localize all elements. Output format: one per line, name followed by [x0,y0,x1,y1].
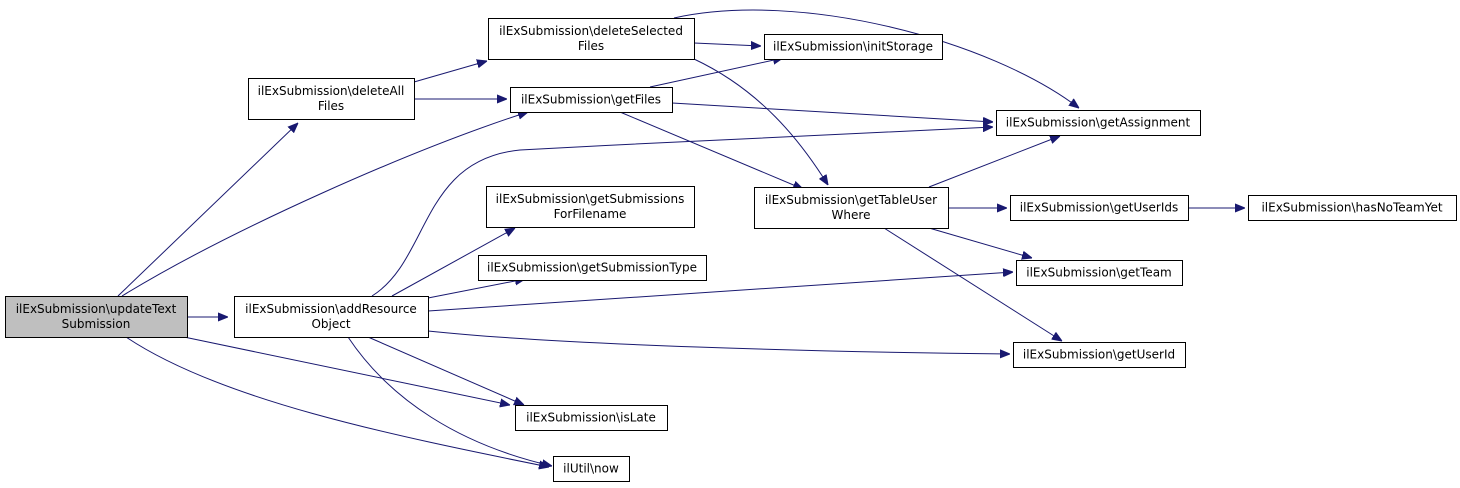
node-isLate[interactable]: ilExSubmission\isLate [515,405,668,431]
node-box [5,296,188,338]
node-label: ilExSubmission\getAssignment [1006,116,1191,130]
edge-addResource-to-getSubsForFilename [391,228,515,297]
node-box [764,34,943,60]
edge-getTableUser-to-getAssignment [928,136,1060,188]
edge-updateText-to-now [125,336,549,467]
node-label: ilExSubmission\getFiles [521,93,661,107]
node-getTeam[interactable]: ilExSubmission\getTeam [1016,260,1183,286]
node-label: Files [318,99,344,113]
node-box [1016,260,1183,286]
node-box [488,18,695,60]
node-label: ilExSubmission\getTableUser [765,193,937,207]
edge-getFiles-to-getTableUser [619,111,803,189]
edge-addResource-to-now [347,336,552,466]
node-label: Object [311,317,350,331]
node-box [996,110,1201,136]
edge-deleteSelected-to-initStorage [693,43,761,46]
edge-addResource-to-getSubType [427,279,525,299]
node-label: ilExSubmission\updateText [16,302,177,316]
node-box [510,87,673,113]
node-initStorage[interactable]: ilExSubmission\initStorage [764,34,943,60]
node-box [248,78,415,120]
node-box [1013,342,1186,368]
node-box [1248,195,1457,221]
node-label: Where [832,208,871,222]
edge-updateText-to-isLate [183,336,510,405]
node-label: ilExSubmission\getUserId [1023,348,1175,362]
node-getUserId[interactable]: ilExSubmission\getUserId [1013,342,1186,368]
node-label: Files [578,39,604,53]
node-label: ilExSubmission\hasNoTeamYet [1261,201,1442,215]
node-hasNoTeamYet[interactable]: ilExSubmission\hasNoTeamYet [1248,195,1457,221]
edge-updateText-to-deleteAll [117,123,298,297]
node-label: ilExSubmission\isLate [526,411,656,425]
edge-getTableUser-to-getTeam [928,227,1032,258]
node-box [486,186,695,228]
edge-addResource-to-getUserId [427,330,1010,354]
node-getSubType[interactable]: ilExSubmission\getSubmissionType [478,255,707,281]
node-label: ilExSubmission\initStorage [773,40,933,54]
node-box [478,255,707,281]
node-label: ilUtil\now [563,462,619,476]
node-box [553,456,630,482]
edge-getFiles-to-getAssignment [671,102,993,122]
node-label: ilExSubmission\getUserIds [1020,201,1179,215]
node-box [1010,195,1189,221]
node-label: ilExSubmission\getSubmissionType [487,261,697,275]
edge-addResource-to-getTeam [427,272,1013,312]
edge-updateText-to-getFiles [121,112,528,297]
node-label: ilExSubmission\deleteSelected [499,24,683,38]
node-box [234,296,429,338]
edge-getFiles-to-initStorage [649,58,783,88]
edge-getTableUser-to-getUserId [883,227,1062,341]
node-getAssignment[interactable]: ilExSubmission\getAssignment [996,110,1201,136]
edge-addResource-to-isLate [367,336,524,405]
edges [117,9,1245,467]
edge-deleteSelected-to-getAssignment [673,9,1079,108]
edge-addResource-to-getAssignment [371,127,993,297]
nodes: ilExSubmission\updateTextSubmissionilExS… [5,18,1457,482]
node-label: ilExSubmission\getTeam [1026,266,1171,280]
node-getFiles[interactable]: ilExSubmission\getFiles [510,87,673,113]
node-now[interactable]: ilUtil\now [553,456,630,482]
node-box [515,405,668,431]
node-label: ForFilename [554,207,627,221]
edge-deleteSelected-to-getTableUser [693,58,828,185]
node-getUserIds[interactable]: ilExSubmission\getUserIds [1010,195,1189,221]
node-label: Submission [62,317,131,331]
node-label: ilExSubmission\addResource [245,302,417,316]
edge-deleteAll-to-deleteSelected [413,61,487,83]
node-label: ilExSubmission\deleteAll [258,84,405,98]
node-label: ilExSubmission\getSubmissions [496,192,685,206]
node-box [754,187,949,229]
